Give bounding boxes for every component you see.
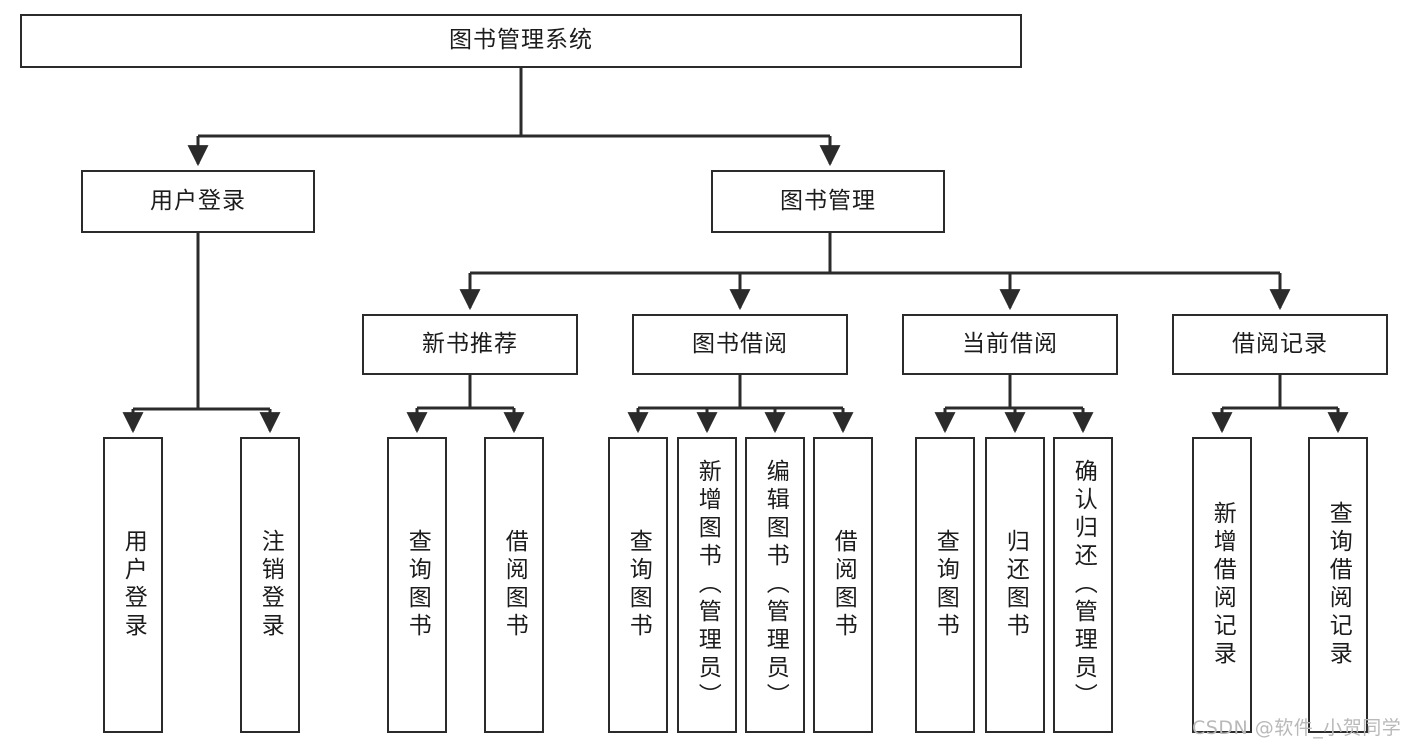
node-borrow-records[interactable]: 借阅记录 (1172, 314, 1388, 375)
leaf-borrow-book-2-label: 借阅图书 (830, 529, 857, 641)
node-user-login-label: 用户登录 (150, 187, 246, 214)
node-new-book-recommend[interactable]: 新书推荐 (362, 314, 578, 375)
node-root[interactable]: 图书管理系统 (20, 14, 1022, 68)
node-book-borrow-label: 图书借阅 (692, 330, 788, 357)
csdn-watermark: CSDN @软件_小贺同学 (1192, 717, 1402, 739)
leaf-query-book-1-label: 查询图书 (404, 529, 431, 641)
node-current-borrow-label: 当前借阅 (962, 330, 1058, 357)
leaf-user-login-label: 用户登录 (120, 529, 147, 641)
leaf-logout[interactable]: 注销登录 (240, 437, 300, 733)
leaf-edit-book[interactable]: 编辑图书（管理员） (745, 437, 805, 733)
leaf-return-book[interactable]: 归还图书 (985, 437, 1045, 733)
node-book-management[interactable]: 图书管理 (711, 170, 945, 233)
node-book-borrow[interactable]: 图书借阅 (632, 314, 848, 375)
leaf-confirm-return-label: 确认归还（管理员） (1070, 459, 1097, 711)
leaf-add-record-label: 新增借阅记录 (1209, 501, 1236, 669)
leaf-query-record[interactable]: 查询借阅记录 (1308, 437, 1368, 733)
node-book-management-label: 图书管理 (780, 187, 876, 214)
leaf-add-book[interactable]: 新增图书（管理员） (677, 437, 737, 733)
leaf-add-record[interactable]: 新增借阅记录 (1192, 437, 1252, 733)
leaf-user-login[interactable]: 用户登录 (103, 437, 163, 733)
leaf-borrow-book-2[interactable]: 借阅图书 (813, 437, 873, 733)
leaf-query-book-1[interactable]: 查询图书 (387, 437, 447, 733)
leaf-confirm-return[interactable]: 确认归还（管理员） (1053, 437, 1113, 733)
leaf-edit-book-label: 编辑图书（管理员） (762, 459, 789, 711)
node-current-borrow[interactable]: 当前借阅 (902, 314, 1118, 375)
leaf-borrow-book-1[interactable]: 借阅图书 (484, 437, 544, 733)
leaf-logout-label: 注销登录 (257, 529, 284, 641)
node-borrow-records-label: 借阅记录 (1232, 330, 1328, 357)
node-new-book-recommend-label: 新书推荐 (422, 330, 518, 357)
leaf-query-book-2[interactable]: 查询图书 (608, 437, 668, 733)
leaf-add-book-label: 新增图书（管理员） (694, 459, 721, 711)
leaf-query-book-2-label: 查询图书 (625, 529, 652, 641)
leaf-query-record-label: 查询借阅记录 (1325, 501, 1352, 669)
leaf-query-book-3[interactable]: 查询图书 (915, 437, 975, 733)
node-root-label: 图书管理系统 (449, 27, 593, 54)
node-user-login[interactable]: 用户登录 (81, 170, 315, 233)
leaf-borrow-book-1-label: 借阅图书 (501, 529, 528, 641)
leaf-query-book-3-label: 查询图书 (932, 529, 959, 641)
leaf-return-book-label: 归还图书 (1002, 529, 1029, 641)
